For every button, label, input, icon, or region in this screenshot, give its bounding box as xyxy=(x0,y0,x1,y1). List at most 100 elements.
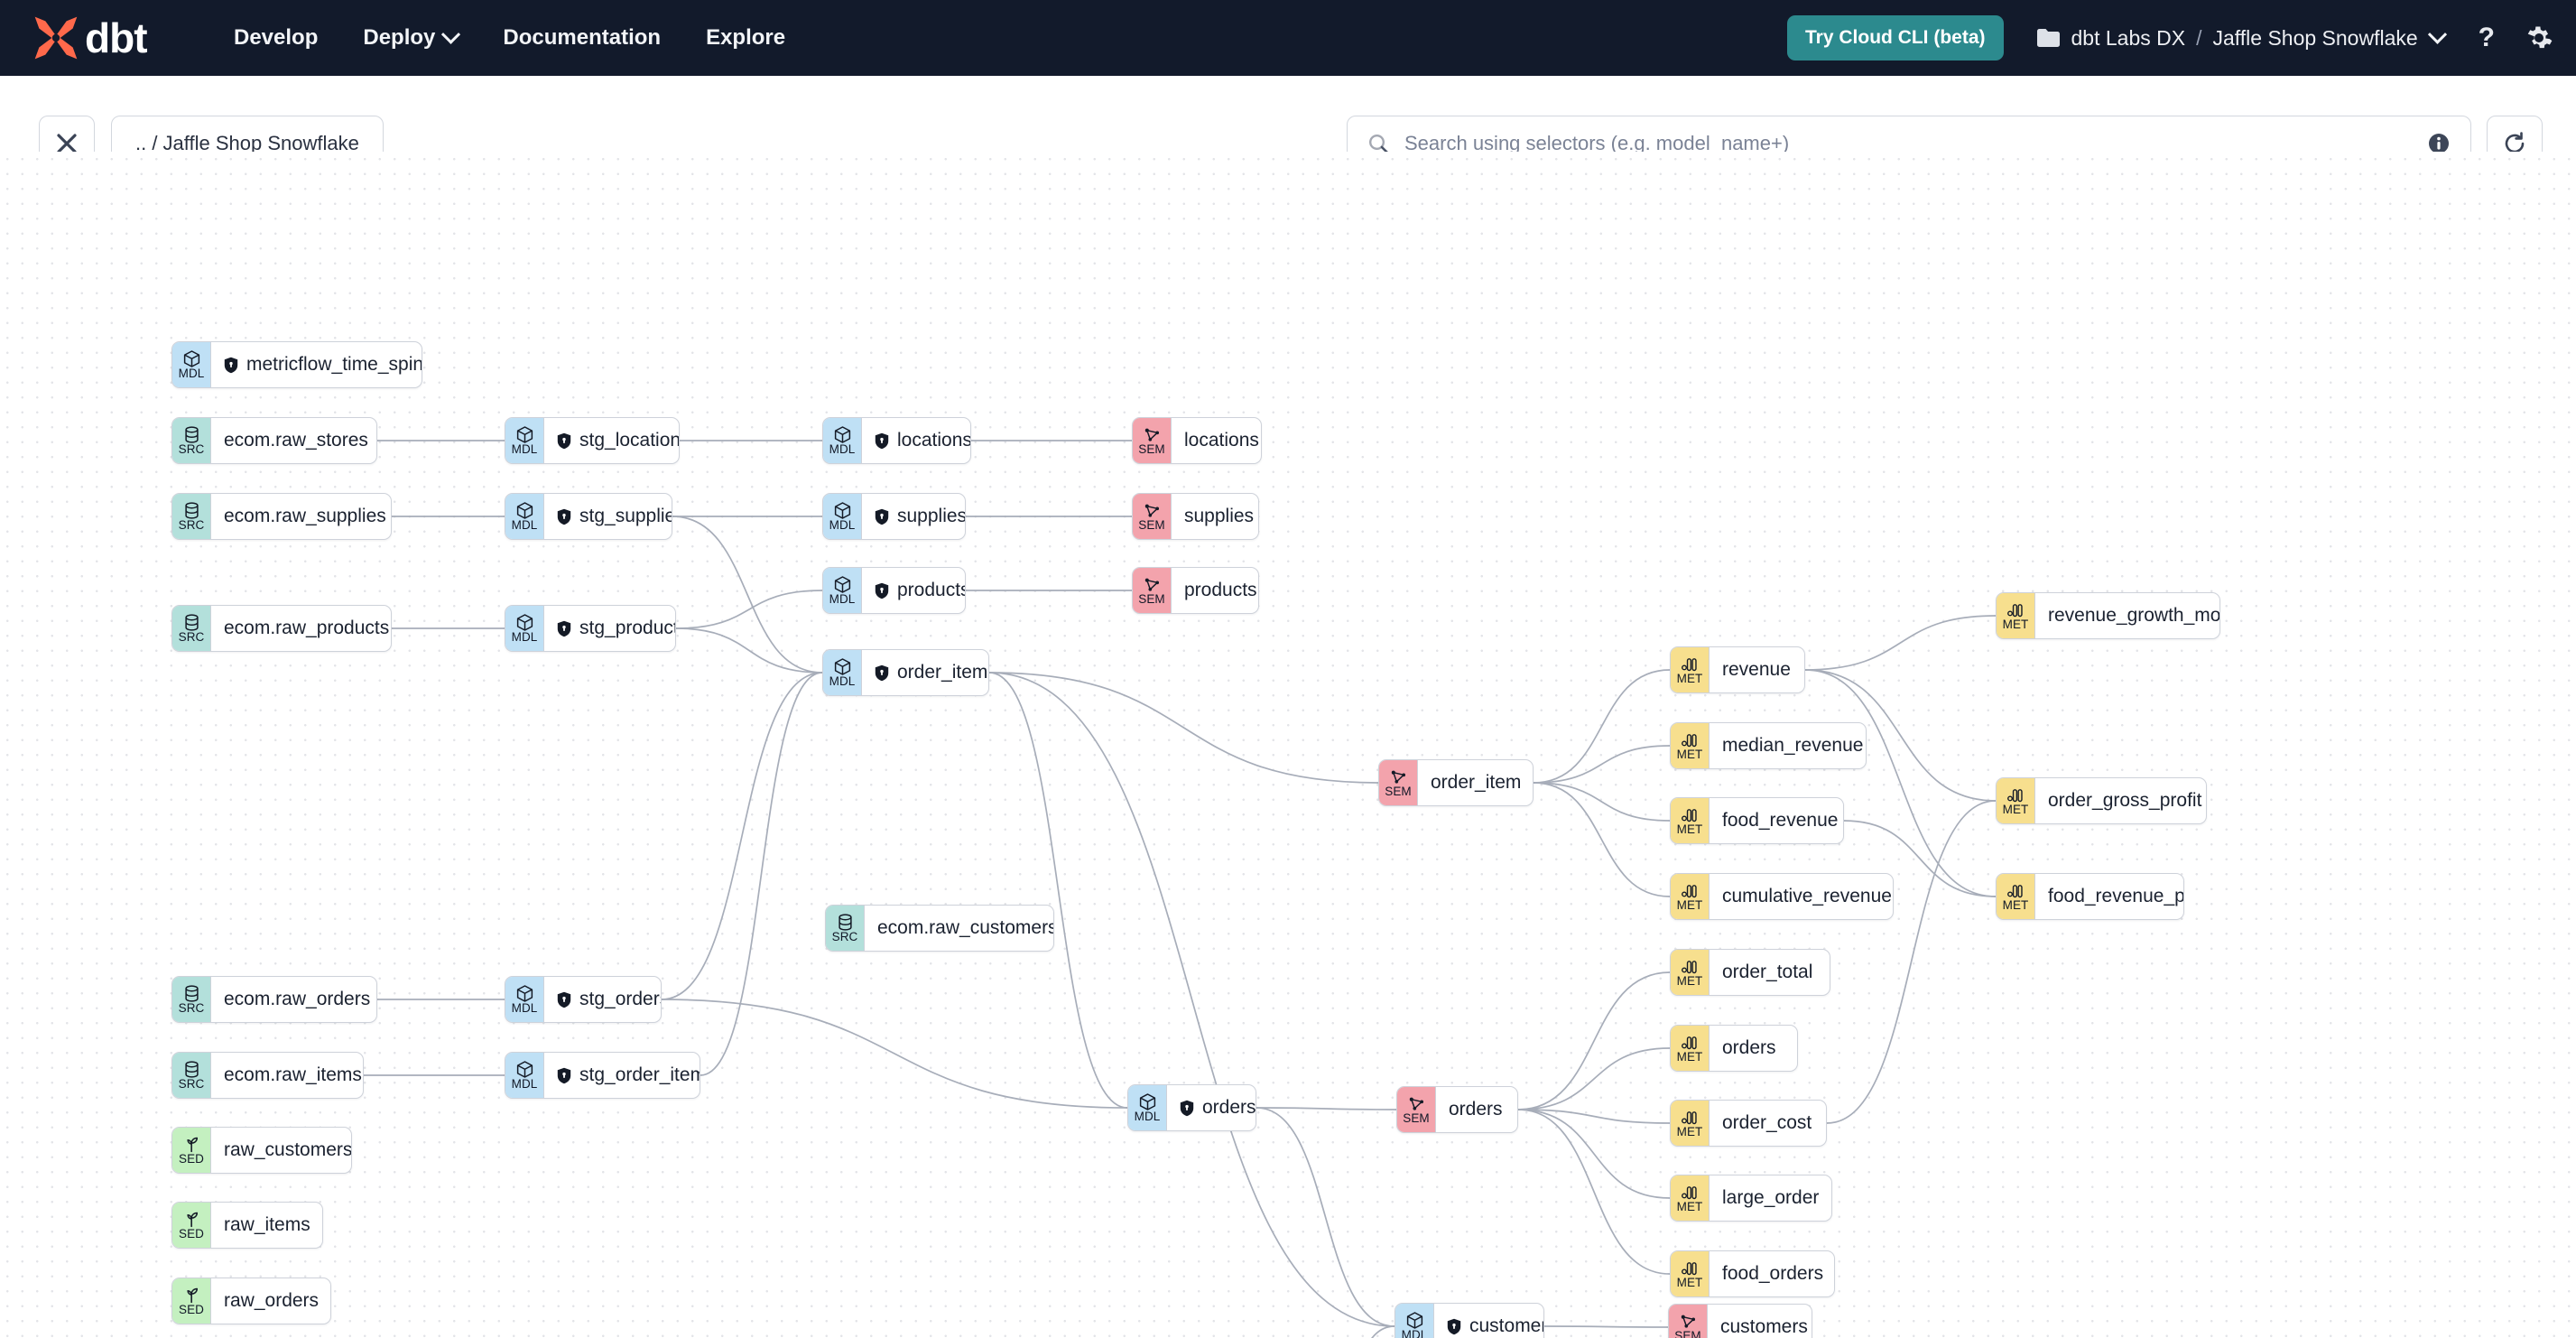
graph-node-met_food_revenue[interactable]: MET food_revenue xyxy=(1670,797,1844,844)
node-label: ecom.raw_products xyxy=(224,618,390,638)
nav-link-develop[interactable]: Develop xyxy=(234,25,318,51)
graph-node-stg_order_items[interactable]: MDL stg_order_items xyxy=(505,1052,700,1099)
node-type-badge-label: MDL xyxy=(829,674,856,688)
graph-node-stg_orders[interactable]: MDL stg_orders xyxy=(505,976,662,1023)
graph-node-mdl_order_items[interactable]: MDL order_items xyxy=(822,649,989,696)
node-label-wrap: stg_products xyxy=(544,606,675,651)
graph-node-metricflow_time_spine[interactable]: MDL metricflow_time_spine xyxy=(171,341,422,388)
search-input[interactable] xyxy=(1404,132,2413,155)
node-label: stg_supplies xyxy=(579,506,672,526)
node-type-badge-label: MET xyxy=(1676,898,1703,912)
bar-chart-icon xyxy=(1681,1186,1697,1200)
graph-node-mdl_customers[interactable]: MDL customers xyxy=(1395,1303,1544,1338)
nav-link-explore-label: Explore xyxy=(706,25,786,50)
node-label-wrap: order_total xyxy=(1710,950,1827,995)
node-type-badge-src: SRC xyxy=(172,418,211,463)
semantic-icon xyxy=(1144,428,1159,441)
breadcrumb-account[interactable]: dbt Labs DX xyxy=(2071,25,2186,50)
graph-node-met_median_revenue[interactable]: MET median_revenue xyxy=(1670,722,1867,769)
bar-chart-icon xyxy=(2006,789,2023,803)
node-type-badge-mdl: MDL xyxy=(1395,1304,1434,1338)
chevron-down-icon xyxy=(441,24,461,44)
nav-link-documentation[interactable]: Documentation xyxy=(503,25,661,51)
node-label: orders xyxy=(1449,1099,1503,1120)
node-label: order_cost xyxy=(1722,1112,1812,1133)
help-icon[interactable]: ? xyxy=(2478,23,2495,52)
nav-link-develop-label: Develop xyxy=(234,25,319,50)
node-label: cumulative_revenue xyxy=(1722,886,1892,906)
nav-link-deploy[interactable]: Deploy xyxy=(363,24,461,51)
chevron-down-icon xyxy=(2427,24,2447,44)
database-icon xyxy=(184,1061,199,1078)
dbt-logo-icon xyxy=(34,16,78,60)
nav-link-documentation-label: Documentation xyxy=(503,25,662,50)
node-label: food_revenue xyxy=(1722,810,1839,831)
nav-link-explore[interactable]: Explore xyxy=(706,25,785,51)
breadcrumb-project-selector[interactable]: Jaffle Shop Snowflake xyxy=(2213,24,2447,51)
node-type-badge-met: MET xyxy=(1671,1026,1710,1071)
node-label: products xyxy=(1184,580,1257,600)
graph-node-mdl_locations[interactable]: MDL locations xyxy=(822,417,971,464)
shield-icon xyxy=(557,508,571,525)
seedling-icon xyxy=(186,1287,198,1304)
node-type-badge-met: MET xyxy=(1671,647,1710,692)
cube-icon xyxy=(516,1061,533,1078)
node-label-wrap: ecom.raw_items xyxy=(211,1053,363,1098)
node-type-badge-met: MET xyxy=(1671,723,1710,768)
graph-node-mdl_supplies[interactable]: MDL supplies xyxy=(822,493,966,540)
cube-icon xyxy=(516,614,533,631)
node-type-badge-label: MET xyxy=(2002,618,2029,631)
node-label-wrap: raw_items xyxy=(211,1203,322,1248)
semantic-icon xyxy=(1681,1315,1695,1328)
cube-icon xyxy=(1139,1093,1155,1110)
dbt-logo[interactable]: dbt xyxy=(31,14,189,61)
graph-node-mdl_orders[interactable]: MDL orders xyxy=(1127,1084,1256,1131)
shield-icon xyxy=(557,620,571,636)
graph-node-met_cumulative_revenue[interactable]: MET cumulative_revenue xyxy=(1670,873,1894,920)
node-label: median_revenue xyxy=(1722,735,1864,756)
info-icon[interactable] xyxy=(2427,132,2451,155)
node-label-wrap: locations xyxy=(1172,418,1261,463)
node-type-badge-mdl: MDL xyxy=(505,1053,544,1098)
graph-node-stg_supplies[interactable]: MDL stg_supplies xyxy=(505,493,672,540)
node-type-badge-mdl: MDL xyxy=(823,650,862,695)
graph-node-stg_locations[interactable]: MDL stg_locations xyxy=(505,417,680,464)
node-label-wrap: ecom.raw_supplies xyxy=(211,494,391,539)
gear-icon[interactable] xyxy=(2525,24,2553,51)
node-type-badge-mdl: MDL xyxy=(172,342,211,387)
bar-chart-icon xyxy=(1681,961,1697,974)
node-label-wrap: food_revenue xyxy=(1710,798,1843,843)
graph-node-stg_products[interactable]: MDL stg_products xyxy=(505,605,676,652)
node-label-wrap: products xyxy=(1172,568,1258,613)
cube-icon xyxy=(834,426,850,443)
graph-node-mdl_products[interactable]: MDL products xyxy=(822,567,966,614)
node-type-badge-met: MET xyxy=(1671,798,1710,843)
try-cloud-cli-button[interactable]: Try Cloud CLI (beta) xyxy=(1787,15,2004,60)
lineage-edge xyxy=(1517,1109,1671,1275)
